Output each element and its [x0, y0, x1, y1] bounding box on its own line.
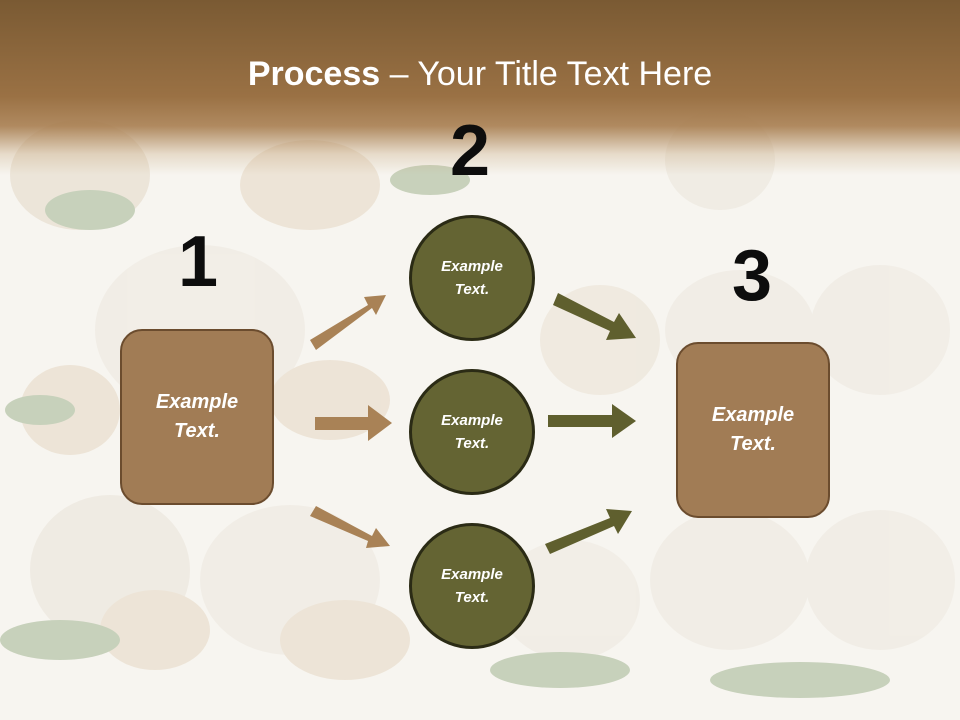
process-circle-bottom: Example Text.	[409, 523, 535, 649]
step-box-right-label: Example Text.	[711, 404, 795, 455]
process-circle-middle-label: Example Text.	[441, 412, 503, 452]
step-box-left-label: Example Text.	[155, 391, 239, 442]
step-box-left: Example Text.	[120, 329, 274, 505]
step-number-1: 1	[178, 222, 219, 302]
process-circle-top: Example Text.	[409, 215, 535, 341]
arrow-middle-to-right	[548, 404, 636, 438]
process-circle-top-label: Example Text.	[441, 258, 503, 298]
step-number-2: 2	[450, 111, 491, 191]
arrow-bottom-to-right	[545, 509, 632, 554]
arrow-left-to-top	[310, 295, 386, 350]
arrow-left-to-bottom	[310, 506, 390, 548]
arrow-top-to-right	[553, 293, 636, 340]
title-bold: Process	[247, 55, 381, 93]
slide-title: Process – Your Title Text Here	[0, 52, 960, 96]
title-band	[0, 0, 960, 175]
process-circle-middle: Example Text.	[409, 369, 535, 495]
process-circle-bottom-label: Example Text.	[441, 566, 503, 606]
step-box-right: Example Text.	[676, 342, 830, 518]
arrow-left-to-middle	[315, 405, 392, 441]
step-number-3: 3	[732, 236, 773, 316]
title-rest: – Your Title Text Here	[380, 55, 713, 93]
